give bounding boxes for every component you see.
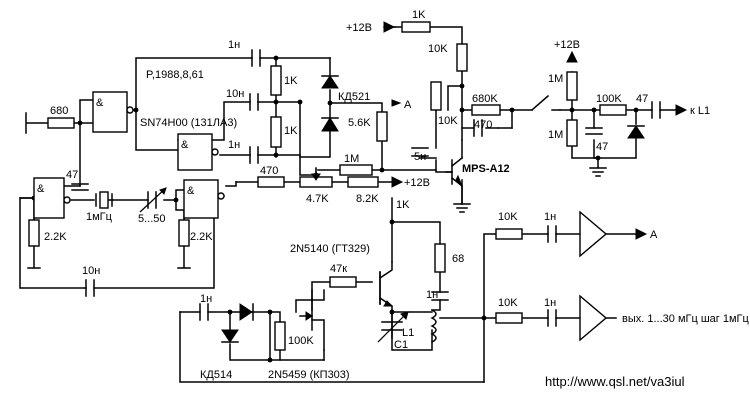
r1k-a-label: 1K (284, 75, 298, 87)
crystal (95, 191, 113, 209)
plus12-right-label: +12В (554, 39, 580, 51)
ref-label: P,1988,8,61 (146, 69, 204, 81)
r1k-top-label: 1K (412, 9, 426, 21)
coil-label: L1 (402, 327, 414, 339)
r10k-amp2-label: 10K (498, 297, 518, 309)
c10n-mid-label: 10н (226, 88, 244, 100)
pot47k-label: 4.7K (306, 193, 329, 205)
r470-mid-label: 470 (260, 165, 278, 177)
cap-var-label: C1 (394, 339, 408, 351)
gate-symbol-2: & (181, 139, 189, 151)
crystal-label: 1мГц (86, 211, 113, 223)
c47-out-label: 47 (636, 93, 648, 105)
plus12-top-label: +12В (346, 22, 372, 34)
r56k-label: 5.6K (348, 117, 371, 129)
c1n-amp1-label: 1н (544, 211, 556, 223)
potentiometer-wiper (311, 168, 321, 181)
transistors (299, 139, 464, 351)
r1m-right-top-label: 1M (548, 73, 563, 85)
c5n-label: 5н (414, 151, 426, 163)
c1n-left-label: 1н (200, 293, 212, 305)
buffer-amplifiers (579, 210, 608, 342)
gate-symbol-4: & (187, 185, 195, 197)
c1n-top-label: 1н (228, 39, 240, 51)
r1m-mid-label: 1M (344, 153, 359, 165)
r1k-osc-label: 1K (396, 199, 410, 211)
r22k-right-label: 2.2K (190, 231, 213, 243)
r100k-right-label: 100K (596, 93, 622, 105)
r680-label: 680 (50, 105, 68, 117)
transistor-main-label: MPS-A12 (462, 163, 510, 175)
out-l1-label: к L1 (690, 105, 710, 117)
c47-gate-label: 47 (66, 169, 78, 181)
gate-symbol-3: & (37, 183, 45, 195)
c10n-bottom-label: 10н (82, 265, 100, 277)
capacitors (71, 49, 661, 343)
transistor-osc-label: 2N5140 (ГТ329) (290, 243, 370, 255)
arrows (383, 21, 688, 240)
diode-bottom-label: КД514 (200, 369, 232, 381)
nand-gates: & & & & (33, 91, 225, 219)
r47k-label: 47к (330, 263, 347, 275)
c68-label: 68 (452, 253, 464, 265)
resistors (28, 21, 627, 351)
gate-symbol-1: & (96, 97, 104, 109)
plus12-mid-label: +12В (404, 177, 430, 189)
r1k-b-label: 1K (284, 125, 298, 137)
c1n-mid-label: 1н (228, 139, 240, 151)
out-a-right-label: A (650, 229, 658, 241)
coil-l1 (430, 308, 437, 344)
fet-label: 2N5459 (КП303) (268, 369, 350, 381)
c1n-amp2-label: 1н (544, 297, 556, 309)
source-url: http://www.qsl.net/va3iul (545, 374, 685, 389)
c470-label: 470 (474, 119, 492, 131)
r10k-col-label: 10K (428, 43, 448, 55)
r22k-left-label: 2.2K (44, 231, 67, 243)
c1n-tank-label: 1н (426, 289, 438, 301)
diode-top-label: КД521 (338, 91, 370, 103)
r680k-label: 680K (472, 93, 498, 105)
r10k-amp1-label: 10K (498, 211, 518, 223)
r1m-right-bot-label: 1M (548, 129, 563, 141)
out-main-label: вых. 1...30 мГц шаг 1мГц (622, 313, 749, 325)
labels: P,1988,8,61 SN74H00 (131ЛА3) 680 47 1мГц… (44, 9, 749, 389)
r100k-bottom-label: 100K (288, 335, 314, 347)
diodes (221, 75, 645, 343)
trimmer-label: 5...50 (138, 213, 166, 225)
r10k-base-label: 10K (438, 115, 458, 127)
ic-name-label: SN74H00 (131ЛА3) (140, 117, 237, 129)
out-a-top-label: A (404, 99, 412, 111)
r82k-label: 8.2K (356, 193, 379, 205)
c47-right-label: 47 (596, 141, 608, 153)
